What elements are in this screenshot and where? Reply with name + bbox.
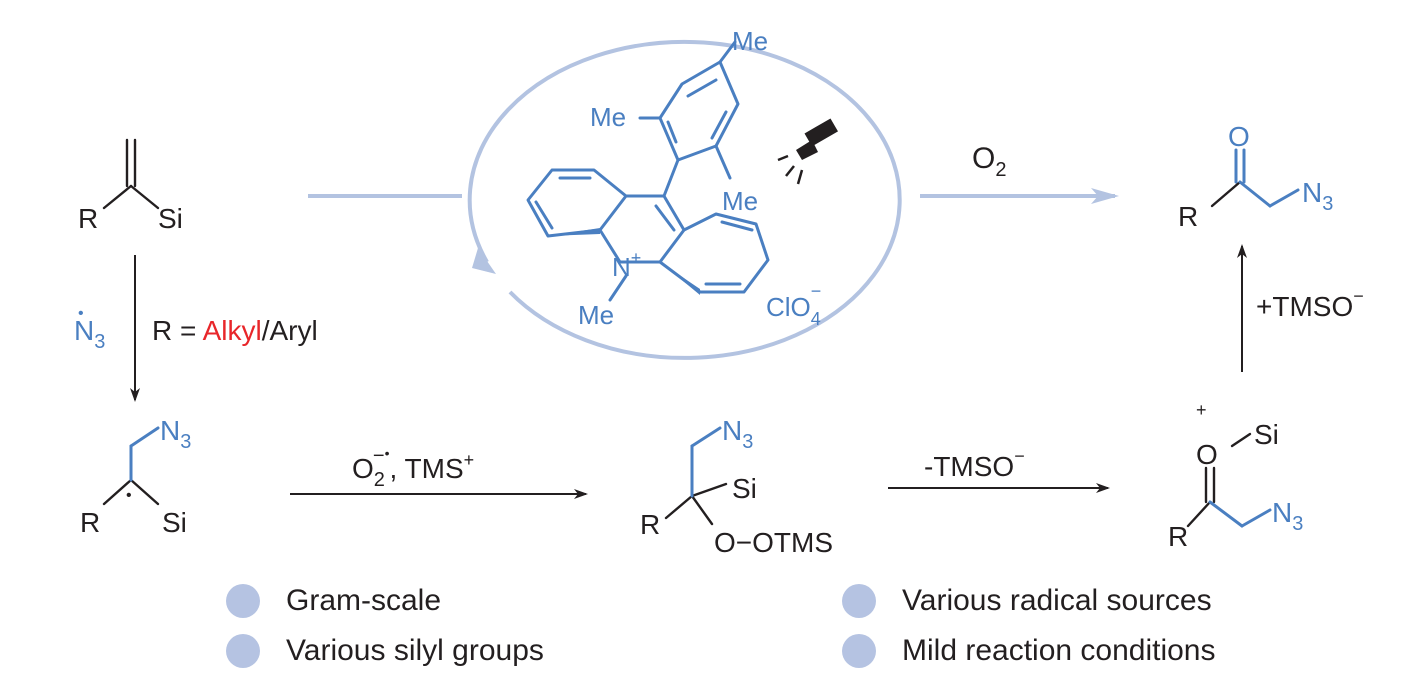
cycle-arrowhead	[472, 248, 496, 274]
o2-reagent: O2	[972, 142, 1006, 181]
bullet-dot	[226, 584, 260, 618]
sm-r: R	[78, 203, 98, 234]
perchlorate: ClO4−	[766, 281, 821, 329]
superoxide-tms-label: O2−•, TMS+	[352, 445, 474, 491]
product-structure	[1210, 148, 1300, 208]
int3-si: Si	[1254, 419, 1279, 450]
feature-text: Various radical sources	[902, 584, 1212, 617]
feature-silyl-groups: Various silyl groups	[226, 634, 544, 668]
product-n3: N3	[1302, 177, 1333, 215]
r-definition: R = Alkyl/Aryl	[152, 315, 318, 346]
n-methyl: Me	[578, 300, 614, 330]
feature-radical-sources: Various radical sources	[842, 584, 1212, 618]
azide-radical: N3	[74, 315, 105, 353]
product-r: R	[1178, 201, 1198, 232]
feature-text: Gram-scale	[286, 584, 442, 617]
int1-radical: •	[126, 487, 132, 504]
feature-text: Various silyl groups	[286, 634, 544, 667]
feature-gram-scale: Gram-scale	[226, 584, 441, 618]
int2-r: R	[640, 509, 660, 540]
oxocarbenium-structure	[1186, 432, 1272, 528]
acridinium-n: N+	[612, 248, 641, 282]
int1-n3: N3	[160, 415, 191, 453]
mes-me-right: Me	[722, 186, 758, 216]
photocatalyst-structure	[526, 40, 770, 302]
product-o: O	[1228, 121, 1250, 152]
bullet-dot	[226, 634, 260, 668]
int3-o-plus: +	[1196, 400, 1207, 420]
plus-tmso-label: +TMSO−	[1256, 286, 1364, 322]
int1-si: Si	[162, 507, 187, 538]
mes-me-left: Me	[590, 102, 626, 132]
feature-mild-conditions: Mild reaction conditions	[842, 634, 1216, 668]
catalyst-cycle-ellipse	[467, 39, 902, 360]
int3-n3: N3	[1272, 497, 1303, 535]
peroxide-intermediate-structure	[664, 426, 728, 526]
bullet-dot	[842, 634, 876, 668]
bullet-dot	[842, 584, 876, 618]
vinylsilane-structure	[102, 138, 160, 210]
feature-text: Mild reaction conditions	[902, 634, 1216, 667]
int1-r: R	[80, 507, 100, 538]
int2-ootms: O−OTMS	[714, 527, 833, 558]
azide-radical-dot: •	[78, 305, 84, 322]
int2-n3: N3	[722, 415, 753, 453]
int3-r: R	[1168, 521, 1188, 552]
sm-si: Si	[158, 203, 183, 234]
minus-tmso-label: -TMSO−	[924, 446, 1025, 482]
radical-intermediate-structure	[102, 426, 160, 506]
int2-si: Si	[732, 473, 757, 504]
mes-me-top: Me	[732, 26, 768, 56]
flashlight-icon	[777, 118, 838, 185]
int3-o: O	[1196, 439, 1218, 470]
